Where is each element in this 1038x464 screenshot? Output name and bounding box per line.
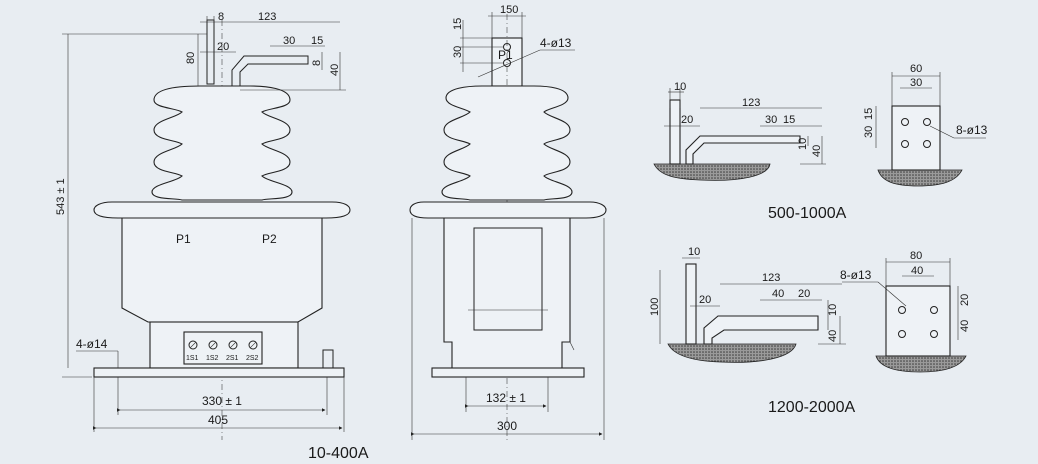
ground-hatch-1	[653, 163, 771, 181]
dim-15: 15	[311, 35, 323, 47]
d2-plate-40v: 40	[959, 320, 971, 332]
terminal-p2-bar	[231, 55, 309, 86]
dim-30: 30	[283, 35, 295, 47]
mount-holes-label: 4-ø14	[76, 337, 108, 351]
bolt-spacing-dim: 330 ± 1	[202, 394, 242, 408]
caption-10-400a: 10-400A	[308, 445, 369, 462]
d2-plate-80: 80	[910, 250, 922, 262]
bar-bent-1	[685, 135, 801, 165]
d2-plate-20v: 20	[959, 294, 971, 306]
transformer-body	[121, 217, 323, 323]
plate-2	[885, 285, 951, 357]
d1-plate-15v: 15	[863, 108, 875, 120]
dim-8-top: 8	[218, 11, 224, 23]
d2-dim-10: 10	[688, 246, 700, 258]
detail-1200-2000a: 10 123 100 20 40 20 10 40 80 40 20 40 8-…	[649, 246, 971, 416]
height-dim: 543 ± 1	[55, 178, 67, 215]
dim-8-right: 8	[311, 60, 323, 66]
d2-dim-40: 40	[772, 288, 784, 300]
secondary-terminal-plate	[183, 331, 263, 365]
d1-dim-10b: 10	[797, 138, 809, 150]
side-label-p1: P1	[498, 48, 513, 62]
d2-dim-20: 20	[699, 294, 711, 306]
dim-20: 20	[217, 41, 229, 53]
d1-dim-10: 10	[674, 81, 686, 93]
d1-dim-30: 30	[765, 114, 777, 126]
terminal-2s1: 2S1	[226, 355, 239, 362]
caption-500-1000a: 500-1000A	[768, 205, 847, 222]
d2-plate-40: 40	[911, 265, 923, 277]
label-p1: P1	[176, 232, 191, 246]
d1-plate-30: 30	[910, 77, 922, 89]
insulator-skirt	[93, 201, 351, 219]
front-view: 1S1 1S2 2S1 2S2 P1 P2 543 ± 1 8 123 20 3…	[55, 11, 369, 462]
d1-dim-20: 20	[681, 114, 693, 126]
label-p2: P2	[262, 232, 277, 246]
dim-40: 40	[329, 64, 341, 76]
side-insulator-sheds	[441, 85, 573, 201]
dim-123: 123	[258, 11, 276, 23]
d2-holes-label: 8-ø13	[840, 268, 872, 282]
detail-500-1000a: 10 123 20 30 15 10 40 60 30 30 15 8-ø13 …	[653, 63, 988, 222]
insulator-sheds	[151, 85, 293, 201]
side-base-width-dim: 300	[497, 419, 517, 433]
d2-dim-40b: 40	[827, 330, 839, 342]
side-dim-150: 150	[500, 4, 518, 16]
d1-dim-123: 123	[742, 97, 760, 109]
base-plate	[93, 367, 345, 378]
bar-vertical-1	[669, 99, 681, 165]
side-dim-15: 15	[452, 18, 464, 30]
plate-1	[891, 105, 941, 171]
terminal-2s2: 2S2	[246, 355, 259, 362]
side-holes-label: 4-ø13	[540, 36, 572, 50]
d1-plate-30v: 30	[863, 126, 875, 138]
d1-dim-15: 15	[783, 114, 795, 126]
side-body	[443, 217, 571, 369]
terminal-1s1: 1S1	[186, 355, 199, 362]
d2-dim-100: 100	[649, 298, 661, 316]
ground-bolt	[322, 349, 334, 369]
side-view: 150 15 30 4-ø13 P1 132 ± 1 300	[409, 4, 607, 440]
dim-80: 80	[185, 52, 197, 64]
side-dim-30: 30	[452, 46, 464, 58]
side-skirt	[409, 201, 607, 219]
d1-plate-60: 60	[910, 63, 922, 75]
base-width-dim: 405	[208, 413, 228, 427]
terminal-screws	[188, 340, 258, 350]
d2-dim-20b: 20	[798, 288, 810, 300]
d2-dim-10b: 10	[827, 304, 839, 316]
side-base-plate	[431, 367, 585, 378]
d1-dim-40: 40	[811, 145, 823, 157]
bar-bent-2	[703, 315, 819, 345]
terminal-1s2: 1S2	[206, 355, 219, 362]
caption-1200-2000a: 1200-2000A	[768, 399, 856, 416]
side-bolt-spacing-dim: 132 ± 1	[486, 391, 526, 405]
d1-holes-label: 8-ø13	[956, 123, 988, 137]
d2-dim-123: 123	[762, 272, 780, 284]
bar-vertical-2	[685, 263, 697, 345]
